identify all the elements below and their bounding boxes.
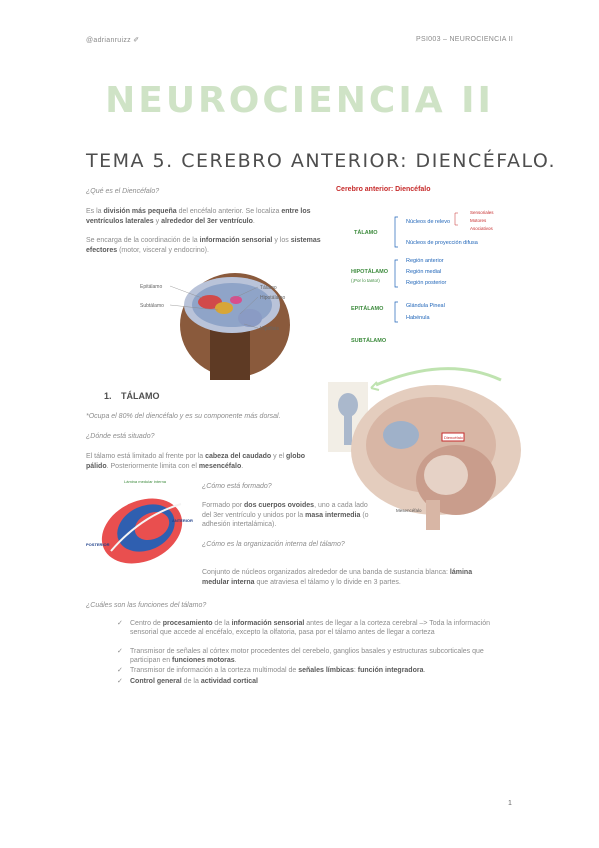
bold-text: procesamiento bbox=[162, 620, 213, 627]
diagram-group-epitalamo: EPITÁLAMO bbox=[351, 306, 384, 312]
functions-question: ¿Cuáles son las funciones del tálamo? bbox=[86, 602, 207, 609]
text: Centro de bbox=[130, 620, 163, 627]
thalamus-figure: Lámina medular interna ANTERIOR POSTERIO… bbox=[86, 479, 193, 564]
diagram-group-hipotalamo: HIPOTÁLAMO bbox=[351, 269, 388, 275]
section-title: TEMA 5. CEREBRO ANTERIOR: DIENCÉFALO. bbox=[86, 150, 557, 172]
bold-text: señales límbicas bbox=[298, 667, 354, 674]
text: . bbox=[252, 217, 255, 225]
text: . bbox=[241, 462, 244, 470]
label-diencefalo: Diencéfalo bbox=[444, 435, 464, 440]
internal-paragraph: Conjunto de núcleos organizados alrededo… bbox=[202, 568, 482, 587]
diagram-subitem: Motores bbox=[470, 218, 487, 223]
diagram-item: Región medial bbox=[406, 269, 442, 275]
text: y bbox=[153, 217, 162, 225]
diagram-item: Núcleos de proyección difusa bbox=[406, 240, 478, 246]
bold-text: globo pálido bbox=[86, 453, 306, 470]
check-icon: ✓ bbox=[117, 667, 123, 674]
bold-text: funciones motoras bbox=[172, 657, 235, 664]
header-author: @adrianruizz ✐ bbox=[86, 37, 140, 44]
bold-text: cabeza del caudado bbox=[205, 453, 272, 460]
function-item: Transmisor de información a la corteza m… bbox=[130, 666, 505, 675]
location-paragraph: El tálamo está limitado al frente por la… bbox=[86, 452, 326, 471]
head-brain-figure: Epitálamo Subtálamo Tálamo Hipotálamo Hi… bbox=[140, 273, 290, 380]
label-hipotalamo: Hipotálamo bbox=[260, 295, 286, 301]
text: que atraviesa el tálamo y lo divide en 3… bbox=[254, 578, 401, 586]
text: Se encarga de la coordinación de la bbox=[86, 237, 200, 244]
bold-text: información sensorial bbox=[231, 620, 305, 627]
diagram-item: Núcleos de relevo bbox=[406, 219, 451, 225]
diagram-item: Glándula Pineal bbox=[406, 303, 445, 309]
formed-paragraph: Formado por dos cuerpos ovoides, uno a c… bbox=[202, 501, 372, 530]
internal-question: ¿Cómo es la organización interna del tál… bbox=[202, 541, 345, 548]
function-item: Centro de procesamiento de la informació… bbox=[130, 619, 505, 637]
bold-text: función integradora bbox=[357, 667, 424, 674]
text: (motor, visceral y endocrino). bbox=[117, 246, 209, 254]
label-lamina: Lámina medular interna bbox=[124, 479, 167, 484]
text: antes de llegar a la corteza cerebral –>… bbox=[130, 620, 490, 636]
text: : bbox=[353, 667, 358, 674]
diagram-group-subtalamo: SUBTÁLAMO bbox=[351, 338, 387, 344]
bold-text: dos cuerpos ovoides bbox=[244, 502, 315, 509]
diagram-brackets bbox=[394, 212, 458, 323]
text: de la bbox=[181, 678, 201, 685]
bold-text: actividad cortical bbox=[200, 678, 259, 685]
bold-text: alrededor del 3er ventrículo bbox=[161, 217, 253, 225]
location-question: ¿Dónde está situado? bbox=[86, 433, 155, 440]
label-epitalamo: Epitálamo bbox=[140, 284, 162, 290]
text: Transmisor de señales al córtex motor pr… bbox=[130, 648, 484, 664]
text: El tálamo está limitado al frente por la bbox=[86, 453, 206, 460]
text: de la bbox=[212, 620, 232, 627]
text: del encéfalo anterior. Se localiza bbox=[176, 208, 282, 215]
bold-text: división más pequeña bbox=[103, 208, 177, 215]
label-posterior: POSTERIOR bbox=[86, 542, 110, 547]
intro-question: ¿Qué es el Diencéfalo? bbox=[86, 188, 160, 195]
diagram-subitem: Sensoriales bbox=[470, 210, 494, 215]
bold-text: entre los ventrículos laterales bbox=[86, 208, 311, 225]
check-icon: ✓ bbox=[117, 648, 123, 655]
function-item: Control general de la actividad cortical bbox=[130, 677, 505, 686]
label-hipofisis: Hipófisis bbox=[260, 326, 279, 332]
diagram-note: (¡Por lo tanto!) bbox=[351, 278, 380, 283]
label-subtalamo: Subtálamo bbox=[140, 303, 164, 309]
label-mesencefalo: Mesencéfalo bbox=[396, 508, 422, 513]
check-icon: ✓ bbox=[117, 620, 123, 627]
function-item: Transmisor de señales al córtex motor pr… bbox=[130, 647, 505, 665]
text: (o adhesión intertalámica). bbox=[202, 511, 369, 529]
section-heading: TÁLAMO bbox=[121, 391, 160, 401]
text: Formado por bbox=[202, 502, 245, 509]
brain-sagittal-figure: Diencéfalo Mesencéfalo bbox=[328, 367, 521, 530]
diagram-item: Región anterior bbox=[406, 258, 444, 264]
formed-question: ¿Cómo está formado? bbox=[202, 483, 272, 490]
text: Es la bbox=[86, 208, 104, 215]
diagram-group-talamo: TÁLAMO bbox=[354, 230, 378, 236]
intro-paragraph-2: Se encarga de la coordinación de la info… bbox=[86, 236, 326, 255]
diagram-item: Habénula bbox=[406, 315, 430, 321]
header-course: PSI003 – NEUROCIENCIA II bbox=[416, 36, 514, 43]
text: . Posteriormente limita con el bbox=[106, 462, 199, 470]
text: . bbox=[423, 667, 426, 674]
bold-text: masa intermedia bbox=[305, 511, 361, 519]
diagram-title: Cerebro anterior: Diencéfalo bbox=[336, 186, 431, 193]
bold-text: lámina medular interna bbox=[202, 569, 473, 586]
bold-text: sistemas efectores bbox=[86, 237, 321, 254]
bold-text: Control general bbox=[130, 678, 182, 685]
label-anterior: ANTERIOR bbox=[172, 518, 193, 523]
text: Conjunto de núcleos organizados alrededo… bbox=[202, 569, 450, 576]
page-number: 1 bbox=[508, 800, 512, 807]
text: y el bbox=[271, 453, 286, 460]
text: y los bbox=[272, 237, 291, 244]
text: Transmisor de información a la corteza m… bbox=[130, 667, 299, 674]
bold-text: información sensorial bbox=[199, 237, 273, 244]
bold-text: mesencéfalo bbox=[198, 462, 242, 470]
diagram-item: Región posterior bbox=[406, 280, 447, 286]
check-icon: ✓ bbox=[117, 678, 123, 685]
intro-paragraph-1: Es la división más pequeña del encéfalo … bbox=[86, 207, 326, 226]
text: , uno a cada lado del 3er ventrículo y u… bbox=[202, 502, 368, 519]
label-talamo: Tálamo bbox=[260, 285, 277, 291]
diagram-subitem: Asociativos bbox=[470, 226, 493, 231]
section-note: *Ocupa el 80% del diencéfalo y es su com… bbox=[86, 413, 281, 420]
page-title: NEUROCIENCIA II bbox=[105, 80, 494, 121]
section-number: 1. bbox=[104, 391, 112, 401]
text: . bbox=[234, 657, 237, 664]
